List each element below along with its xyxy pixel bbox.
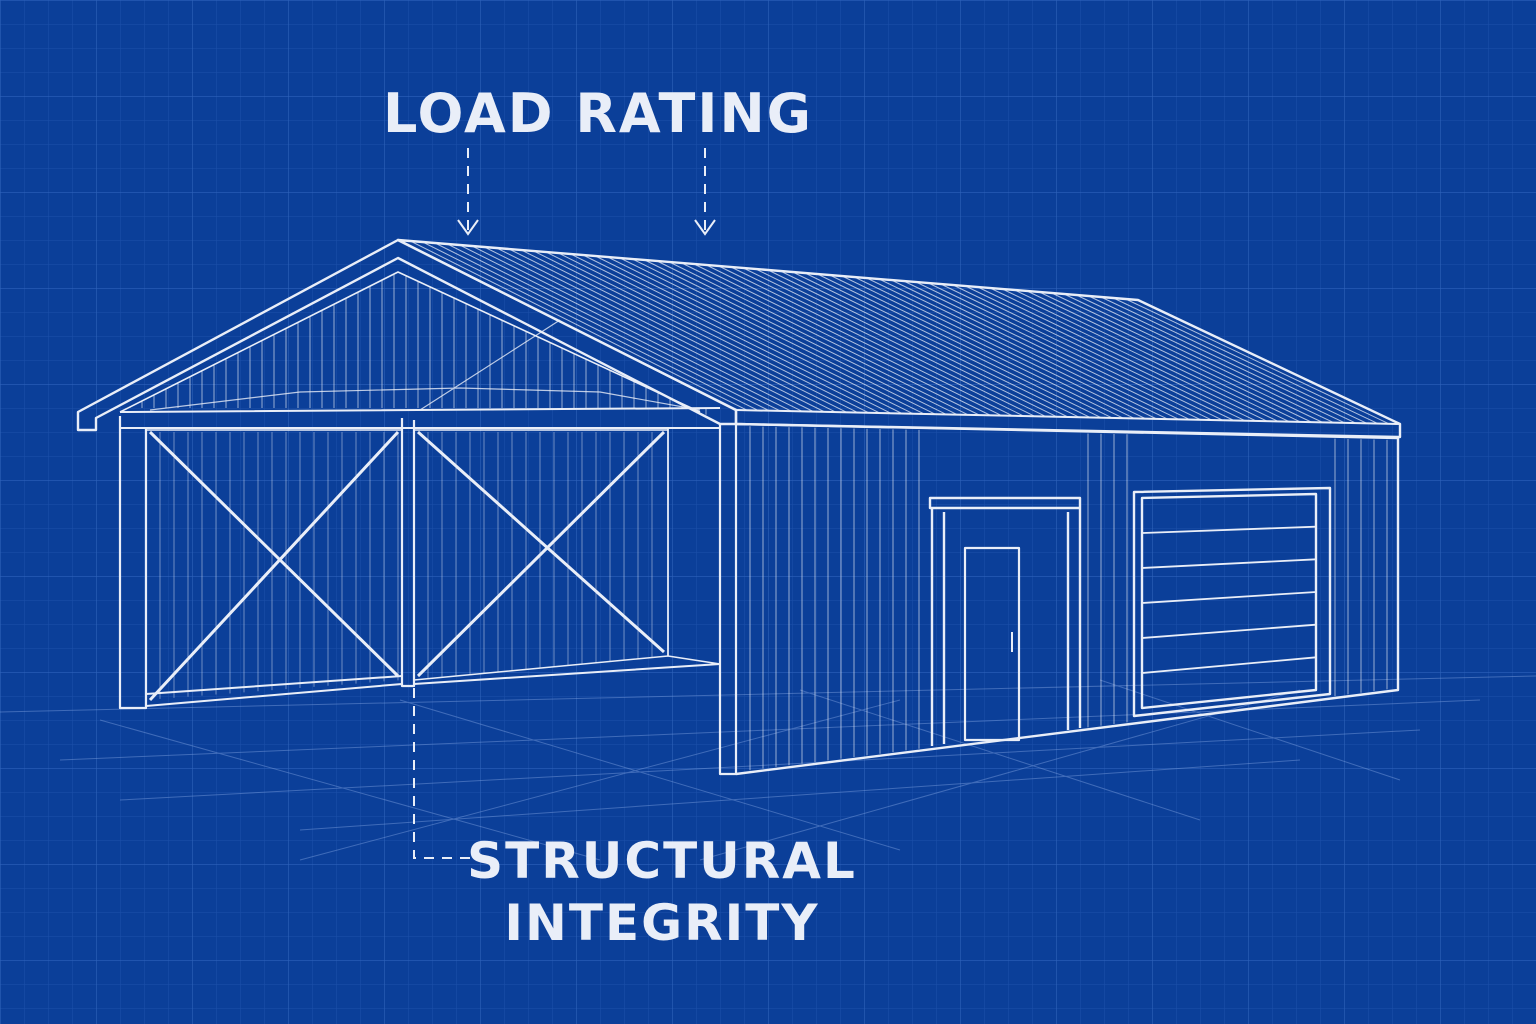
roof-panel-line (706, 264, 1013, 417)
roof-panel-line (965, 285, 1246, 422)
roof-panel-line (434, 242, 770, 412)
roof-panel-line (854, 276, 1146, 420)
bay-siding (159, 432, 653, 699)
ground-plane (0, 675, 1536, 861)
roof-panel-line (607, 256, 925, 415)
roof-panel-line (1113, 297, 1379, 424)
overhead-door-panel-line (1141, 558, 1317, 569)
roof-panel-line (471, 245, 803, 412)
roof-panel-line (1076, 294, 1345, 424)
roof-panel-line (533, 250, 858, 414)
load-rating-label: LOAD RATING (383, 82, 813, 145)
roof-panel-line (669, 261, 980, 416)
roof-panel-line (1026, 290, 1301, 423)
roof-panel-line (891, 279, 1179, 420)
roof-panel-line (1002, 288, 1279, 422)
roof-panel-line (940, 283, 1224, 421)
roof-panel-line (582, 254, 903, 414)
roof-panel-line (804, 272, 1102, 419)
roof-panel-line (644, 259, 958, 416)
roof-panel-line (829, 274, 1124, 419)
overhead-door-panels (1141, 525, 1317, 674)
roof-panel-line (841, 275, 1135, 419)
roof-panel-line (484, 246, 814, 413)
load-rating-callout: LOAD RATING (383, 82, 813, 236)
roof-panel-line (878, 278, 1168, 420)
structural-label-line2: INTEGRITY (504, 894, 819, 952)
roof-panel-line (496, 247, 825, 413)
door-frame (928, 496, 1082, 746)
gable-inner-rafter (119, 271, 701, 413)
bay-1-xbrace (148, 430, 400, 702)
roof-panel-line (570, 253, 892, 414)
walk-door (963, 546, 1021, 742)
overhead-door-panel-line (1141, 525, 1317, 534)
left-post (118, 416, 148, 710)
overhead-door-panel-line (1141, 591, 1317, 604)
load-arrow-left-head (457, 219, 479, 236)
structural-label-line1: STRUCTURAL (467, 832, 857, 890)
roof-panel-line (989, 287, 1268, 422)
roof-panel-line (977, 286, 1257, 422)
load-arrow-right-head (694, 219, 716, 236)
gable-outline (76, 238, 738, 432)
roof-eave (735, 409, 1401, 425)
roof-panel-line (743, 267, 1047, 417)
roof-panel-line (459, 244, 792, 412)
side-siding (749, 426, 1388, 771)
gable-siding (129, 274, 707, 415)
roof-panel-line (1014, 289, 1290, 423)
overhead-door-panel-line (1141, 656, 1317, 674)
truss-web (149, 319, 701, 411)
roof-panel-line (817, 273, 1113, 419)
roof-panel-line (681, 262, 991, 416)
roof-panel-line (903, 280, 1190, 421)
roof-panel-line (422, 241, 759, 411)
roof-panel-line (1063, 293, 1334, 424)
roof-panel-line (718, 265, 1024, 417)
roof-panel-line (866, 277, 1157, 420)
bay-sill (145, 663, 721, 707)
roof-panel-line (1039, 291, 1312, 423)
roof-panel-line (1100, 296, 1368, 424)
roof-panel-line (792, 271, 1091, 418)
overhead-door-panel-line (1141, 623, 1317, 639)
roof-panel-line (780, 270, 1080, 418)
roof-panel-line (447, 243, 781, 412)
center-post (400, 418, 416, 688)
roof-panel-line (545, 251, 870, 414)
roof-panel-line (1051, 292, 1323, 423)
roof-panel-line (656, 260, 969, 416)
roof-panel-line (1125, 298, 1390, 424)
roof-panel-line (693, 263, 1002, 417)
side-wall (735, 422, 1400, 776)
roof-panel-line (1088, 295, 1356, 424)
structural-integrity-callout: STRUCTURAL INTEGRITY (413, 688, 857, 952)
roof-panel-line (508, 248, 836, 413)
roof-panel-line (558, 252, 881, 414)
right-post (718, 424, 738, 776)
building (76, 238, 1402, 776)
roof-panel-line (952, 284, 1235, 421)
roof-panel-line (632, 258, 947, 415)
structural-leader (413, 688, 472, 859)
roof-panel-line (915, 281, 1202, 421)
roof-panel-line (755, 268, 1058, 418)
roof-panel-line (928, 282, 1213, 421)
roof-panel-line (767, 269, 1069, 418)
roof-panel-line (619, 257, 936, 415)
roof-panels (398, 240, 1400, 424)
bay-2-xbrace (416, 430, 666, 678)
roof-panel-line (730, 266, 1036, 417)
roof-panel-line (521, 249, 847, 413)
roof-panel-line (595, 255, 914, 415)
roof-panel-line (410, 240, 748, 411)
